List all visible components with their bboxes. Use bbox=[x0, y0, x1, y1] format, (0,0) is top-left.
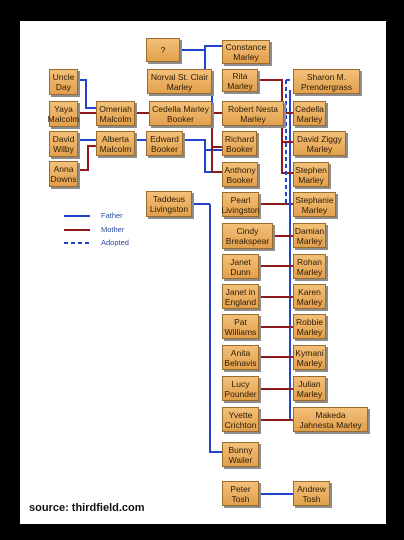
legend-father-label: Father bbox=[101, 211, 123, 220]
person-robbie-marley: Robbie Marley bbox=[293, 314, 326, 339]
person-stephanie-marley: Stephanie Marley bbox=[293, 192, 336, 217]
person-pat-williams: Pat Williams bbox=[222, 314, 259, 339]
person-andrew-tosh: Andrew Tosh bbox=[293, 481, 330, 506]
person-uncle-day: Uncle Day bbox=[49, 69, 78, 95]
person-stephen-marley: Stephen Marley bbox=[293, 162, 329, 187]
person-lucy-pounder: Lucy Pounder bbox=[222, 376, 259, 401]
person-karen-marley: Karen Marley bbox=[293, 284, 326, 309]
line-uncleday-omeriah bbox=[78, 79, 96, 109]
person-yvette-crichton: Yvette Crichton bbox=[222, 407, 259, 432]
person-unknown: ? bbox=[146, 38, 180, 62]
person-cindy-breakspear: Cindy Breakspear bbox=[222, 223, 273, 249]
person-anthony-booker: Anthony Booker bbox=[222, 162, 258, 187]
person-anna-downs: Anna Downs bbox=[49, 161, 78, 187]
person-makeda-jahnesta-marley: Makeda Jahnesta Marley bbox=[293, 407, 368, 432]
person-alberta-malcolm: Alberta Malcolm bbox=[96, 131, 135, 156]
person-sharon-prendergrass: Sharon M. Prendergrass bbox=[293, 69, 360, 94]
person-kymani-marley: Kymani Marley bbox=[293, 345, 326, 370]
person-constance-marley: Constance Marley bbox=[222, 40, 270, 64]
person-norval-marley: Norval St. Clair Marley bbox=[147, 69, 212, 94]
line-taddeus-bunny bbox=[209, 204, 222, 453]
person-julian-marley: Julian Marley bbox=[293, 376, 326, 401]
person-pearl-livingston: Pearl Livingston bbox=[221, 192, 260, 217]
person-omeriah-malcolm: Omeriah Malcolm bbox=[96, 101, 135, 126]
line-edward-anthony bbox=[204, 150, 222, 173]
line-norval-robert bbox=[211, 83, 222, 114]
person-peter-tosh: Peter Tosh bbox=[222, 481, 259, 506]
person-anita-belnavis: Anita Belnavis bbox=[222, 345, 259, 370]
person-cedella-marley: Cedella Marley bbox=[293, 101, 326, 126]
line-unknown-constance bbox=[180, 45, 222, 51]
person-taddeus-livingston: Taddeus Livingston bbox=[146, 191, 192, 217]
person-richard-booker: Richard Booker bbox=[222, 131, 257, 156]
person-janet-dunn: Janet Dunn bbox=[222, 254, 259, 279]
person-robert-nesta-marley: Robert Nesta Marley bbox=[222, 101, 284, 126]
person-david-ziggy-marley: David Ziggy Marley bbox=[293, 131, 346, 156]
line-anna-alberta bbox=[78, 145, 96, 171]
line-robert-stephanie bbox=[285, 80, 293, 205]
legend-adopted-label: Adopted bbox=[101, 238, 129, 247]
line-cedella-anthony bbox=[211, 147, 222, 173]
person-edward-booker: Edward Booker bbox=[146, 131, 183, 156]
person-cedella-marley-booker: Cedella Marley Booker bbox=[149, 101, 212, 126]
person-rita-marley: Rita Marley bbox=[222, 69, 258, 92]
person-bunny-wailer: Bunny Wailer bbox=[222, 442, 259, 467]
legend-mother-label: Mother bbox=[101, 225, 125, 234]
person-yaya-malcolm: Yaya Malcolm bbox=[48, 101, 79, 127]
person-janet-in-england: Janet in England bbox=[222, 284, 259, 309]
person-rohan-marley: Rohan Marley bbox=[293, 254, 326, 279]
mother-lines bbox=[78, 79, 293, 421]
person-damian-marley: Damian Marley bbox=[293, 223, 326, 248]
adopted-lines bbox=[285, 79, 293, 205]
person-david-wilby: David Wilby bbox=[49, 131, 78, 157]
line-edward-richard bbox=[183, 139, 222, 151]
source-caption: source: thirdfield.com bbox=[29, 502, 145, 514]
line-rita-cedella bbox=[258, 79, 293, 114]
